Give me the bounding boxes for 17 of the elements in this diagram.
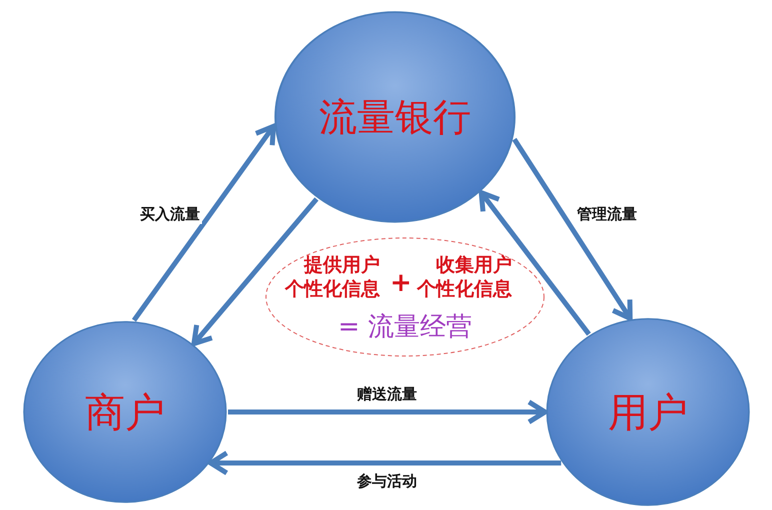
arrow bbox=[132, 124, 276, 322]
edge-label: 买入流量 bbox=[138, 205, 202, 224]
edge-label: 管理流量 bbox=[575, 205, 639, 224]
circle-node: 用户 bbox=[545, 317, 751, 507]
arrow bbox=[228, 400, 548, 424]
edge-label: 参与活动 bbox=[355, 472, 419, 491]
result-text: = 流量经营 bbox=[336, 315, 474, 339]
arrow bbox=[208, 450, 562, 476]
circle-node: 流量银行 bbox=[273, 10, 517, 224]
arrow bbox=[191, 197, 318, 346]
edge-label: 赠送流量 bbox=[355, 385, 419, 404]
arrow bbox=[512, 138, 633, 321]
arrow bbox=[478, 190, 591, 336]
info-text: 提供用户个性化信息 bbox=[285, 253, 381, 301]
circle-node: 商户 bbox=[22, 320, 228, 504]
info-text: 收集用户个性化信息 bbox=[417, 253, 513, 301]
plus-sign: + bbox=[390, 271, 410, 295]
